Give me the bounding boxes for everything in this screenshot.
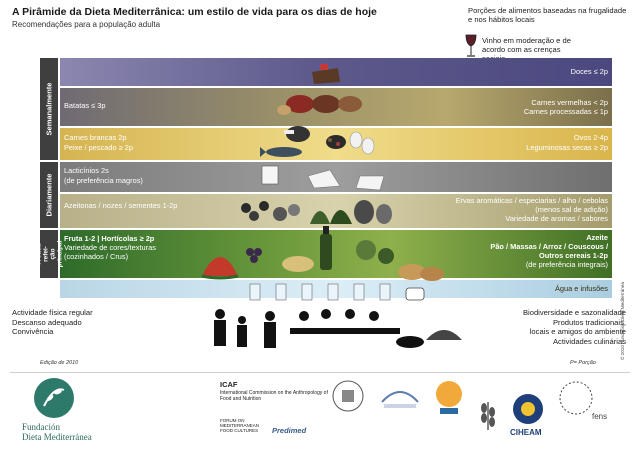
section-each-meal: A cada refei- ção principal	[40, 230, 58, 278]
foundation-logo-icon	[34, 378, 74, 418]
pyramid-illustration	[180, 58, 470, 358]
chicken-icon	[284, 126, 310, 142]
label-white-meat: Carnes brancas 2p	[64, 133, 126, 142]
water-glasses-icon	[250, 284, 390, 300]
wheat-logo-icon	[474, 398, 502, 434]
vegetables-icon	[356, 240, 394, 264]
basket-icon	[426, 330, 462, 340]
cheese-icon	[308, 170, 384, 190]
olive-oil-icon	[320, 226, 332, 270]
legumes-icon	[326, 135, 346, 149]
watermelon-icon	[202, 257, 238, 278]
edition-note: Edição de 2010	[40, 360, 78, 366]
label-cooked: (cozinhados / Crus)	[64, 252, 128, 261]
fish-icon	[260, 147, 302, 157]
cake-icon	[312, 64, 340, 84]
lifestyle-item: Actividade física regular	[12, 308, 93, 318]
lifestyle-left: Actividade física regular Descanso adequ…	[12, 308, 93, 337]
lifestyle-item: Descanso adequado	[12, 318, 93, 328]
walnut-icon	[273, 204, 300, 221]
label-wholegrain: (de preferência integrais)	[526, 260, 608, 269]
label-dairy: Lacticínios 2s	[64, 166, 109, 175]
label-olive-oil: Azeite	[586, 233, 608, 242]
fens-logo: fens	[592, 412, 607, 421]
foundation-name: Fundación Dieta Mediterránea	[22, 422, 92, 442]
university-seal-icon	[332, 378, 364, 414]
pasta-icon	[282, 256, 314, 272]
label-cereals: Pão / Massas / Arroz / Couscous /	[490, 242, 608, 251]
page-title: A Pirâmide da Dieta Mediterrânica: um es…	[12, 6, 377, 18]
lifestyle-item: Biodiversidade e sazonalidade	[523, 308, 626, 318]
lifestyle-item: locais e amigos do ambiente	[523, 327, 626, 337]
label-salt: (menos sal de adição)	[535, 205, 608, 214]
label-herbs: Ervas aromáticas / especiarias / alho / …	[456, 196, 608, 205]
label-legumes: Leguminosas secas ≥ 2p	[526, 143, 608, 152]
herbs-icon	[310, 210, 352, 224]
yogurt-icon	[262, 166, 278, 184]
label-dairy-note: (de preferência magros)	[64, 176, 143, 185]
label-eggs: Ovos 2-4p	[574, 133, 608, 142]
copyright-note: © 2010 Fundación Dieta Mediterránea	[620, 360, 628, 370]
hmf-logo-icon	[434, 378, 464, 418]
label-other-cereals: Outros cereais 1-2p	[539, 251, 608, 260]
icaf-logo: ICAF	[220, 380, 238, 389]
teacup-icon	[406, 288, 424, 300]
onion-icon	[354, 200, 392, 224]
bread-icon	[398, 264, 444, 281]
label-water: Água e infusões	[555, 284, 608, 293]
portion-legend: P= Porção	[570, 360, 596, 366]
forum-logo: FORUM ON MEDITERRANEAN FOOD CULTURES	[220, 418, 270, 433]
people-icon	[214, 309, 424, 348]
lifestyle-item: Actividades culinárias	[523, 337, 626, 347]
portion-note: Porções de alimentos baseadas na frugali…	[468, 6, 628, 24]
meat-icon	[286, 95, 362, 113]
section-weekly: Semanalmente	[40, 58, 58, 160]
wine-glass-icon	[464, 34, 478, 58]
potato-icon	[277, 105, 291, 115]
lifestyle-right: Biodiversidade e sazonalidade Produtos t…	[523, 308, 626, 346]
label-colours: Variedade de cores/texturas	[64, 243, 156, 252]
page-subtitle: Recomendações para a população adulta	[12, 20, 160, 29]
label-potatoes: Batatas ≤ 3p	[64, 101, 105, 110]
olives-icon	[241, 201, 269, 221]
egg-icon	[350, 132, 374, 154]
lifestyle-item: Produtos tradicionais,	[523, 318, 626, 328]
label-sweets: Doces ≤ 2p	[571, 67, 608, 76]
globe-logo-icon	[556, 378, 596, 418]
grapes-icon	[246, 248, 262, 263]
label-fish: Peixe / pescado ≥ 2p	[64, 143, 133, 152]
ciheam-name: CIHEAM	[510, 428, 542, 437]
label-processed-meat: Carnes processadas ≤ 1p	[524, 107, 608, 116]
section-daily: Diariamente	[40, 162, 58, 228]
ciheam-logo-icon	[510, 392, 546, 426]
label-olives: Azeitonas / nozes / sementes 1-2p	[64, 201, 177, 210]
ciiscam-logo-icon	[378, 380, 422, 414]
footer-divider	[10, 372, 630, 373]
label-fruit: Fruta 1-2 | Hortícolas ≥ 2p	[64, 234, 154, 243]
label-aromas: Variedade de aromas / sabores	[505, 214, 608, 223]
label-red-meat: Carnes vermelhas < 2p	[531, 98, 608, 107]
predimed-logo: Predimed	[272, 426, 306, 435]
icaf-name: International Commission on the Anthropo…	[220, 390, 330, 402]
lifestyle-item: Convivência	[12, 327, 93, 337]
